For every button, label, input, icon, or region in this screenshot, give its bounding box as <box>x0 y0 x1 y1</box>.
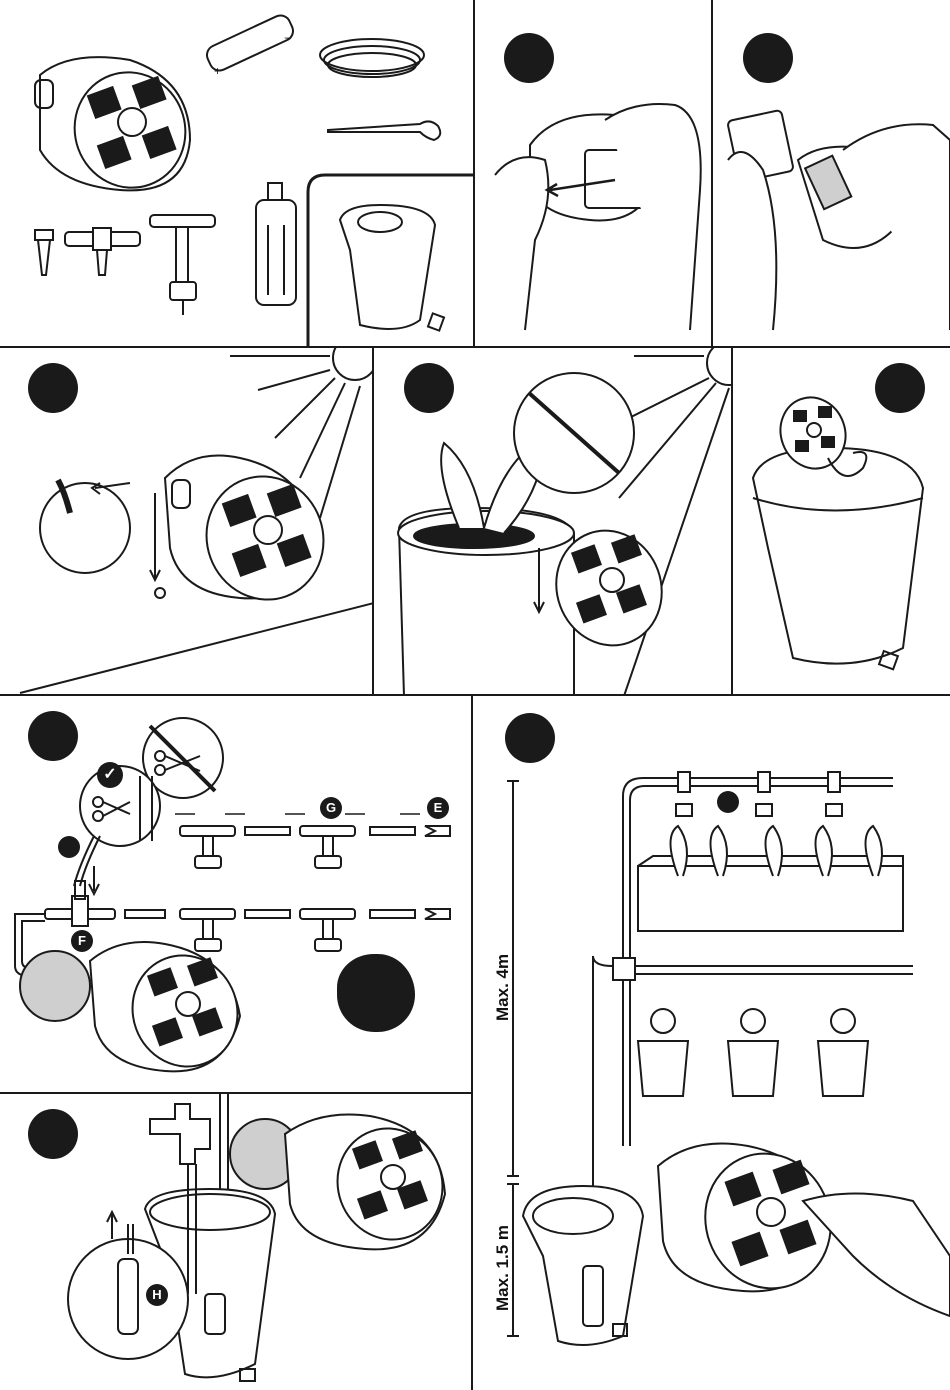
panel-step-overview: Max. 4m Max. 1.5 m <box>473 696 950 1390</box>
step-badge <box>743 33 793 83</box>
part-label-h: H <box>146 1284 168 1306</box>
dimension-label-lower: Max. 1.5 m <box>493 1225 513 1311</box>
filter-icon <box>256 183 296 305</box>
panel-step-pot <box>374 348 733 696</box>
flower-pot-icon <box>638 1009 868 1096</box>
panel-step-cut-assembly: ✓ G E F <box>0 696 473 1094</box>
panel-step-mount <box>0 348 374 696</box>
step-badge <box>505 713 555 763</box>
part-label-f: F <box>71 930 93 952</box>
panel-step-tank <box>733 348 950 696</box>
step-badge <box>504 33 554 83</box>
t-piece-icon <box>180 826 355 868</box>
stake-wrench-icon <box>328 121 440 140</box>
hose-coil-icon <box>320 39 424 77</box>
checkmark-icon: ✓ <box>97 762 123 788</box>
part-label-g: G <box>320 797 342 819</box>
panel-step-open <box>475 0 713 348</box>
battery-icon: + − <box>204 12 297 78</box>
step-badge <box>404 363 454 413</box>
step-badge <box>58 836 80 858</box>
step-badge <box>28 363 78 413</box>
water-tank-icon <box>523 1186 643 1345</box>
water-tank-icon <box>753 448 923 669</box>
t-piece-icon <box>65 228 140 275</box>
svg-text:−: − <box>284 31 291 45</box>
svg-text:+: + <box>214 64 221 78</box>
panel-contents: + − <box>0 0 475 348</box>
panel-step-battery <box>713 0 950 348</box>
step-badge <box>337 954 415 1032</box>
solar-pump-icon <box>35 57 202 204</box>
solar-pump-icon <box>90 941 253 1082</box>
panel-step-fill: H <box>0 1094 473 1390</box>
connector-icon <box>35 230 53 275</box>
solar-pump-icon <box>285 1114 458 1255</box>
solar-pump-icon <box>165 456 341 617</box>
step-badge <box>28 711 78 761</box>
step-badge <box>875 363 925 413</box>
part-label-e: E <box>427 797 449 819</box>
step-badge <box>717 791 739 813</box>
dimension-label-upper: Max. 4m <box>493 954 513 1021</box>
sun-icon <box>619 348 733 696</box>
dripper-icon <box>150 215 215 315</box>
step-badge <box>28 1109 78 1159</box>
water-tank-icon <box>340 205 444 331</box>
